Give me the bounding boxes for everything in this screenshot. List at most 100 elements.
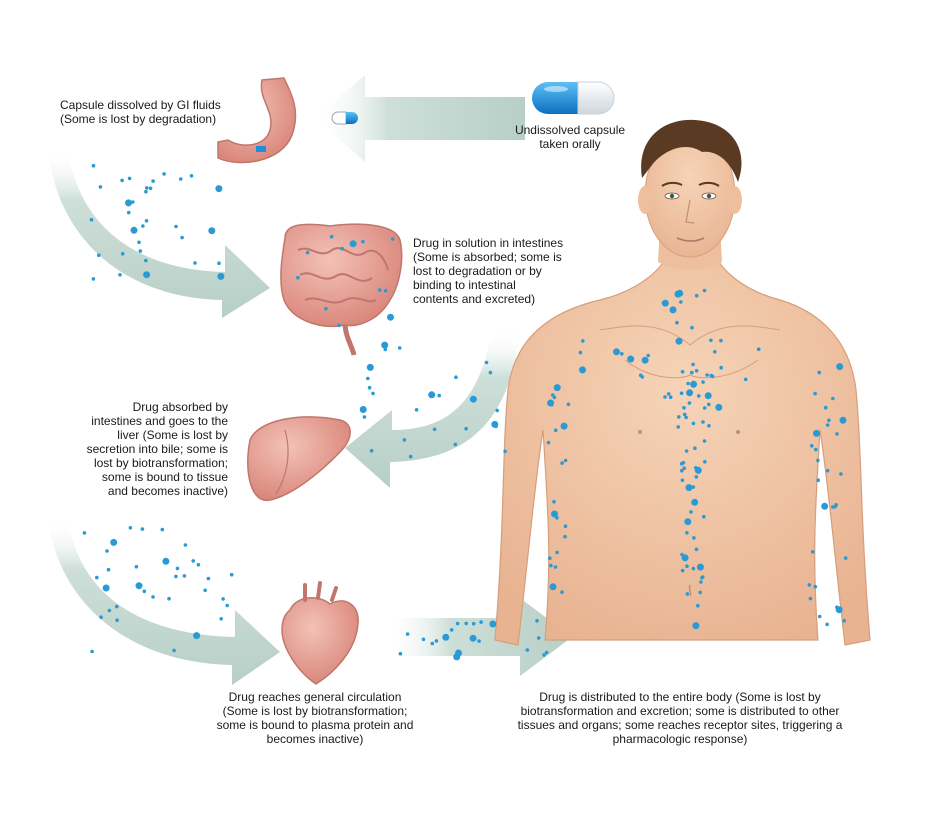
drug-particle-dot — [705, 373, 709, 377]
drug-particle-dot — [702, 439, 707, 443]
drug-particle-dot — [813, 584, 818, 589]
drug-particle-dot — [560, 590, 564, 594]
drug-particle-dot — [398, 651, 403, 656]
drug-particle-dot — [690, 380, 698, 388]
intestines-icon — [280, 223, 403, 356]
drug-particle-dot — [548, 556, 552, 560]
drug-particle-dot — [428, 391, 436, 399]
drug-particle-dot — [536, 636, 541, 640]
heart-icon — [281, 581, 359, 685]
drug-particle-dot — [663, 395, 667, 399]
drug-particle-dot — [229, 572, 234, 577]
caption-intestines: Drug in solution in intestines (Some is … — [413, 236, 564, 306]
drug-particle-dot — [810, 550, 815, 554]
drug-particle-dot — [682, 466, 686, 471]
drug-particle-dot — [479, 620, 483, 624]
drug-particle-dot — [691, 485, 696, 489]
drug-particle-dot — [196, 562, 201, 567]
drug-particle-dot — [349, 240, 357, 248]
drug-particle-dot — [369, 448, 374, 453]
drug-particle-dot — [144, 189, 148, 194]
drug-particle-dot — [701, 380, 705, 384]
drug-particle-dot — [627, 355, 635, 363]
drug-particle-dot — [144, 219, 149, 223]
drug-particle-dot — [679, 300, 683, 304]
drug-particle-dot — [383, 347, 388, 352]
drug-particle-dot — [377, 288, 382, 292]
drug-particle-dot — [560, 461, 564, 465]
drug-particle-dot — [140, 527, 145, 531]
drug-particle-dot — [324, 306, 328, 311]
drug-particle-dot — [704, 392, 712, 400]
drug-particle-dot — [134, 564, 139, 569]
drug-particle-dot — [381, 341, 389, 349]
caption-body: Drug is distributed to the entire body (… — [517, 690, 843, 746]
drug-particle-dot — [127, 176, 132, 181]
drug-particle-dot — [693, 446, 697, 451]
drug-particle-dot — [141, 224, 145, 228]
drug-particle-dot — [692, 536, 696, 540]
drug-particle-dot — [174, 574, 178, 579]
drug-particle-dot — [563, 524, 568, 528]
drug-particle-dot — [709, 373, 714, 378]
drug-particle-dot — [694, 466, 702, 474]
drug-particle-dot — [698, 590, 702, 595]
drug-particle-dot — [542, 653, 546, 657]
drug-particle-dot — [490, 620, 495, 625]
drug-particle-dot — [835, 432, 839, 436]
drug-particle-dot — [696, 603, 700, 608]
drug-particle-dot — [174, 224, 178, 229]
drug-particle-dot — [839, 472, 843, 476]
drug-particle-dot — [817, 614, 822, 619]
drug-particle-dot — [494, 424, 498, 429]
drug-particle-dot — [684, 518, 692, 526]
drug-particle-dot — [816, 478, 820, 483]
drug-particle-dot — [692, 622, 700, 630]
drug-particle-dot — [691, 566, 696, 571]
drug-particle-dot — [825, 423, 830, 427]
drug-particle-dot — [97, 253, 101, 257]
drug-particle-dot — [833, 505, 837, 509]
drug-particle-dot — [455, 621, 460, 626]
drug-particle-dot — [682, 406, 686, 410]
drug-particle-dot — [142, 589, 147, 594]
drug-particle-dot — [387, 313, 394, 321]
drug-particle-dot — [183, 543, 188, 547]
drug-particle-dot — [640, 375, 645, 379]
drug-particle-dot — [484, 360, 489, 365]
drug-particle-dot — [814, 447, 818, 452]
arrow-liver-to-heart — [48, 520, 280, 685]
drug-particle-dot — [495, 408, 500, 413]
drug-particle-dot — [128, 526, 133, 530]
drug-particle-dot — [337, 323, 341, 328]
drug-particle-dot — [182, 574, 187, 578]
drug-particle-dot — [402, 438, 407, 442]
drug-particle-dot — [676, 425, 680, 429]
drug-particle-dot — [719, 365, 723, 370]
drug-particle-dot — [694, 475, 699, 479]
drug-particle-dot — [91, 163, 96, 168]
drug-particle-dot — [831, 396, 835, 401]
drug-particle-dot — [563, 458, 568, 463]
drug-particle-dot — [362, 415, 367, 419]
drug-particle-dot — [843, 556, 848, 560]
drug-particle-dot — [817, 370, 821, 375]
drug-particle-dot — [691, 421, 696, 426]
drug-particle-dot — [442, 633, 450, 641]
drug-particle-dot — [680, 468, 684, 473]
drug-particle-dot — [681, 554, 689, 562]
drug-particle-dot — [172, 648, 176, 653]
drug-particle-dot — [453, 442, 458, 447]
drug-particle-dot — [715, 403, 723, 411]
drug-particle-dot — [544, 650, 549, 655]
drug-particle-dot — [675, 320, 679, 325]
drug-particle-dot — [835, 605, 839, 610]
drug-particle-dot — [225, 603, 229, 608]
drug-particle-dot — [469, 634, 477, 642]
drug-particle-dot — [699, 580, 703, 584]
drug-particle-dot — [827, 418, 831, 423]
drug-particle-dot — [680, 369, 685, 374]
drug-particle-dot — [464, 426, 468, 431]
drug-particle-dot — [145, 186, 149, 190]
drug-particle-dot — [296, 275, 300, 280]
